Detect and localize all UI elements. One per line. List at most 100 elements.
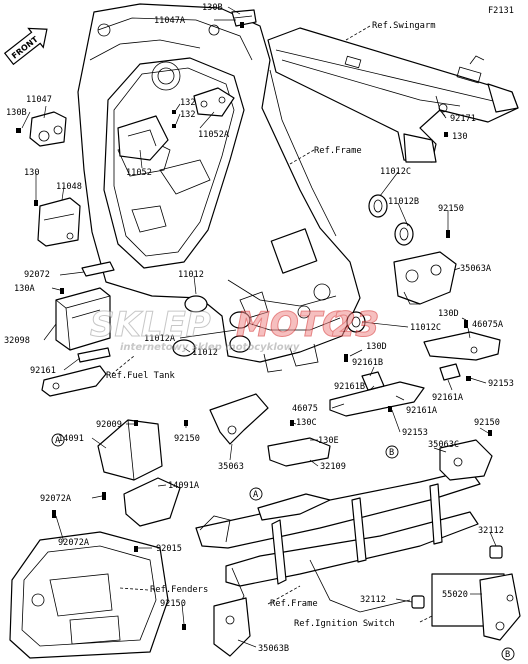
- collar-11012a: [229, 311, 251, 353]
- part-label: 32109: [320, 462, 346, 472]
- svg-text:A: A: [253, 490, 259, 500]
- ref-swingarm-label: Ref.Swingarm: [372, 21, 436, 31]
- part-labels: 130B 11047A 11047 130B 132 132 11052A 11…: [4, 3, 514, 654]
- grommet-32112-b: [411, 595, 425, 609]
- svg-text:A: A: [55, 436, 61, 446]
- bracket-11052: [117, 115, 169, 161]
- stay-32109: [267, 437, 331, 467]
- figure-code: F2131: [488, 6, 514, 16]
- part-label: 14091A: [168, 481, 200, 491]
- collar-11012c-b: [346, 311, 366, 333]
- part-label: 92072: [24, 270, 50, 280]
- callout-b-bottom: B: [501, 647, 515, 661]
- bracket-fuel-tank: [41, 365, 107, 397]
- part-label: 130D: [438, 309, 459, 319]
- callout-a-left: A: [51, 433, 65, 447]
- part-label: 92161A: [406, 406, 438, 416]
- ref-fenders-label: Ref.Fenders: [150, 585, 208, 595]
- part-label: 92161B: [334, 382, 365, 392]
- ref-fuel-tank-label: Ref.Fuel Tank: [106, 371, 176, 381]
- part-label: 92153: [402, 428, 428, 438]
- grommet-32112-a: [489, 545, 503, 559]
- bracket-46075: [329, 381, 425, 417]
- collar-11012c: [368, 194, 388, 218]
- part-label: 132: [180, 98, 196, 108]
- part-label: 92161B: [352, 358, 383, 368]
- plate-92161: [77, 347, 111, 363]
- part-label: 35063C: [428, 440, 459, 450]
- part-label: 130B: [6, 108, 27, 118]
- part-label: 35063A: [460, 264, 492, 274]
- bracket-35063b: [213, 597, 251, 657]
- leader-lines: [21, 6, 497, 648]
- front-arrow-icon: FRONT: [3, 27, 48, 66]
- bracket-46075a: [423, 331, 501, 361]
- stay-14091: [97, 419, 163, 481]
- part-label: 130: [24, 168, 40, 178]
- svg-text:B: B: [505, 650, 510, 660]
- part-label: 46075A: [472, 320, 504, 330]
- part-label: 35063: [218, 462, 244, 472]
- part-label: 130B: [202, 3, 223, 13]
- part-label: 32112: [478, 526, 504, 536]
- part-label: 130: [452, 132, 468, 142]
- part-label: 130E: [318, 436, 339, 446]
- part-label: 11012C: [410, 323, 441, 333]
- part-label: 11012C: [380, 167, 411, 177]
- callout-b-top: B: [385, 445, 399, 459]
- part-label: 11012B: [388, 197, 419, 207]
- part-label: 11052A: [198, 130, 230, 140]
- bracket-55020: [431, 573, 521, 641]
- rear-fender-drawing: [9, 531, 169, 659]
- svg-text:B: B: [389, 448, 394, 458]
- part-label: 92150: [474, 418, 500, 428]
- part-label: 92015: [156, 544, 182, 554]
- bracket-11047a: [231, 9, 257, 27]
- ref-frame-lower-label: Ref.Frame: [270, 599, 318, 609]
- part-label: 92161: [30, 366, 56, 376]
- bracket-11048: [37, 197, 81, 247]
- part-label: 14091: [58, 434, 84, 444]
- part-label: 92150: [438, 204, 464, 214]
- swingarm-drawing: [267, 27, 519, 163]
- part-label: 92072A: [58, 538, 90, 548]
- damper-92161b-a: [361, 371, 385, 391]
- stay-14091a: [123, 477, 181, 527]
- bracket-11047: [29, 111, 67, 147]
- part-label: 92171: [450, 114, 476, 124]
- svg-text:internetowy sklep motocyklowy: internetowy sklep motocyklowy: [120, 342, 300, 353]
- part-label: 11052: [126, 168, 152, 178]
- ref-frame-upper-label: Ref.Frame: [314, 146, 362, 156]
- callout-a-right: A: [249, 487, 263, 501]
- subframe-drawing: [195, 439, 493, 613]
- part-label: 46075: [292, 404, 318, 414]
- part-label: 130D: [366, 342, 387, 352]
- part-label: 55020: [442, 590, 468, 600]
- part-label: 132: [180, 110, 196, 120]
- part-label: 11012: [192, 348, 218, 358]
- part-label: 11012A: [144, 334, 176, 344]
- collar-11012-a: [184, 295, 208, 313]
- part-label: 11047: [26, 95, 52, 105]
- bracket-11052a: [193, 87, 235, 117]
- part-label: 32098: [4, 336, 30, 346]
- part-label: 92072A: [40, 494, 72, 504]
- band-92072: [81, 261, 115, 277]
- part-label: 11048: [56, 182, 82, 192]
- part-label: 11012: [178, 270, 204, 280]
- part-label: 11047A: [154, 16, 186, 26]
- svg-text:SKLEP: SKLEP: [90, 305, 211, 345]
- damper-92161a: [439, 363, 461, 381]
- part-label: 92009: [96, 420, 122, 430]
- ref-ignition-switch-label: Ref.Ignition Switch: [294, 619, 395, 629]
- part-label: 92153: [488, 379, 514, 389]
- part-label: 92161A: [432, 393, 464, 403]
- part-label: 35063B: [258, 644, 289, 654]
- battery-case-32098: [55, 287, 111, 351]
- bracket-35063: [209, 393, 269, 445]
- part-label: 32112: [360, 595, 386, 605]
- watermark-logo: SKLEP MOTO 23 internetowy sklep motocykl…: [90, 305, 380, 354]
- collar-11012b: [394, 222, 414, 246]
